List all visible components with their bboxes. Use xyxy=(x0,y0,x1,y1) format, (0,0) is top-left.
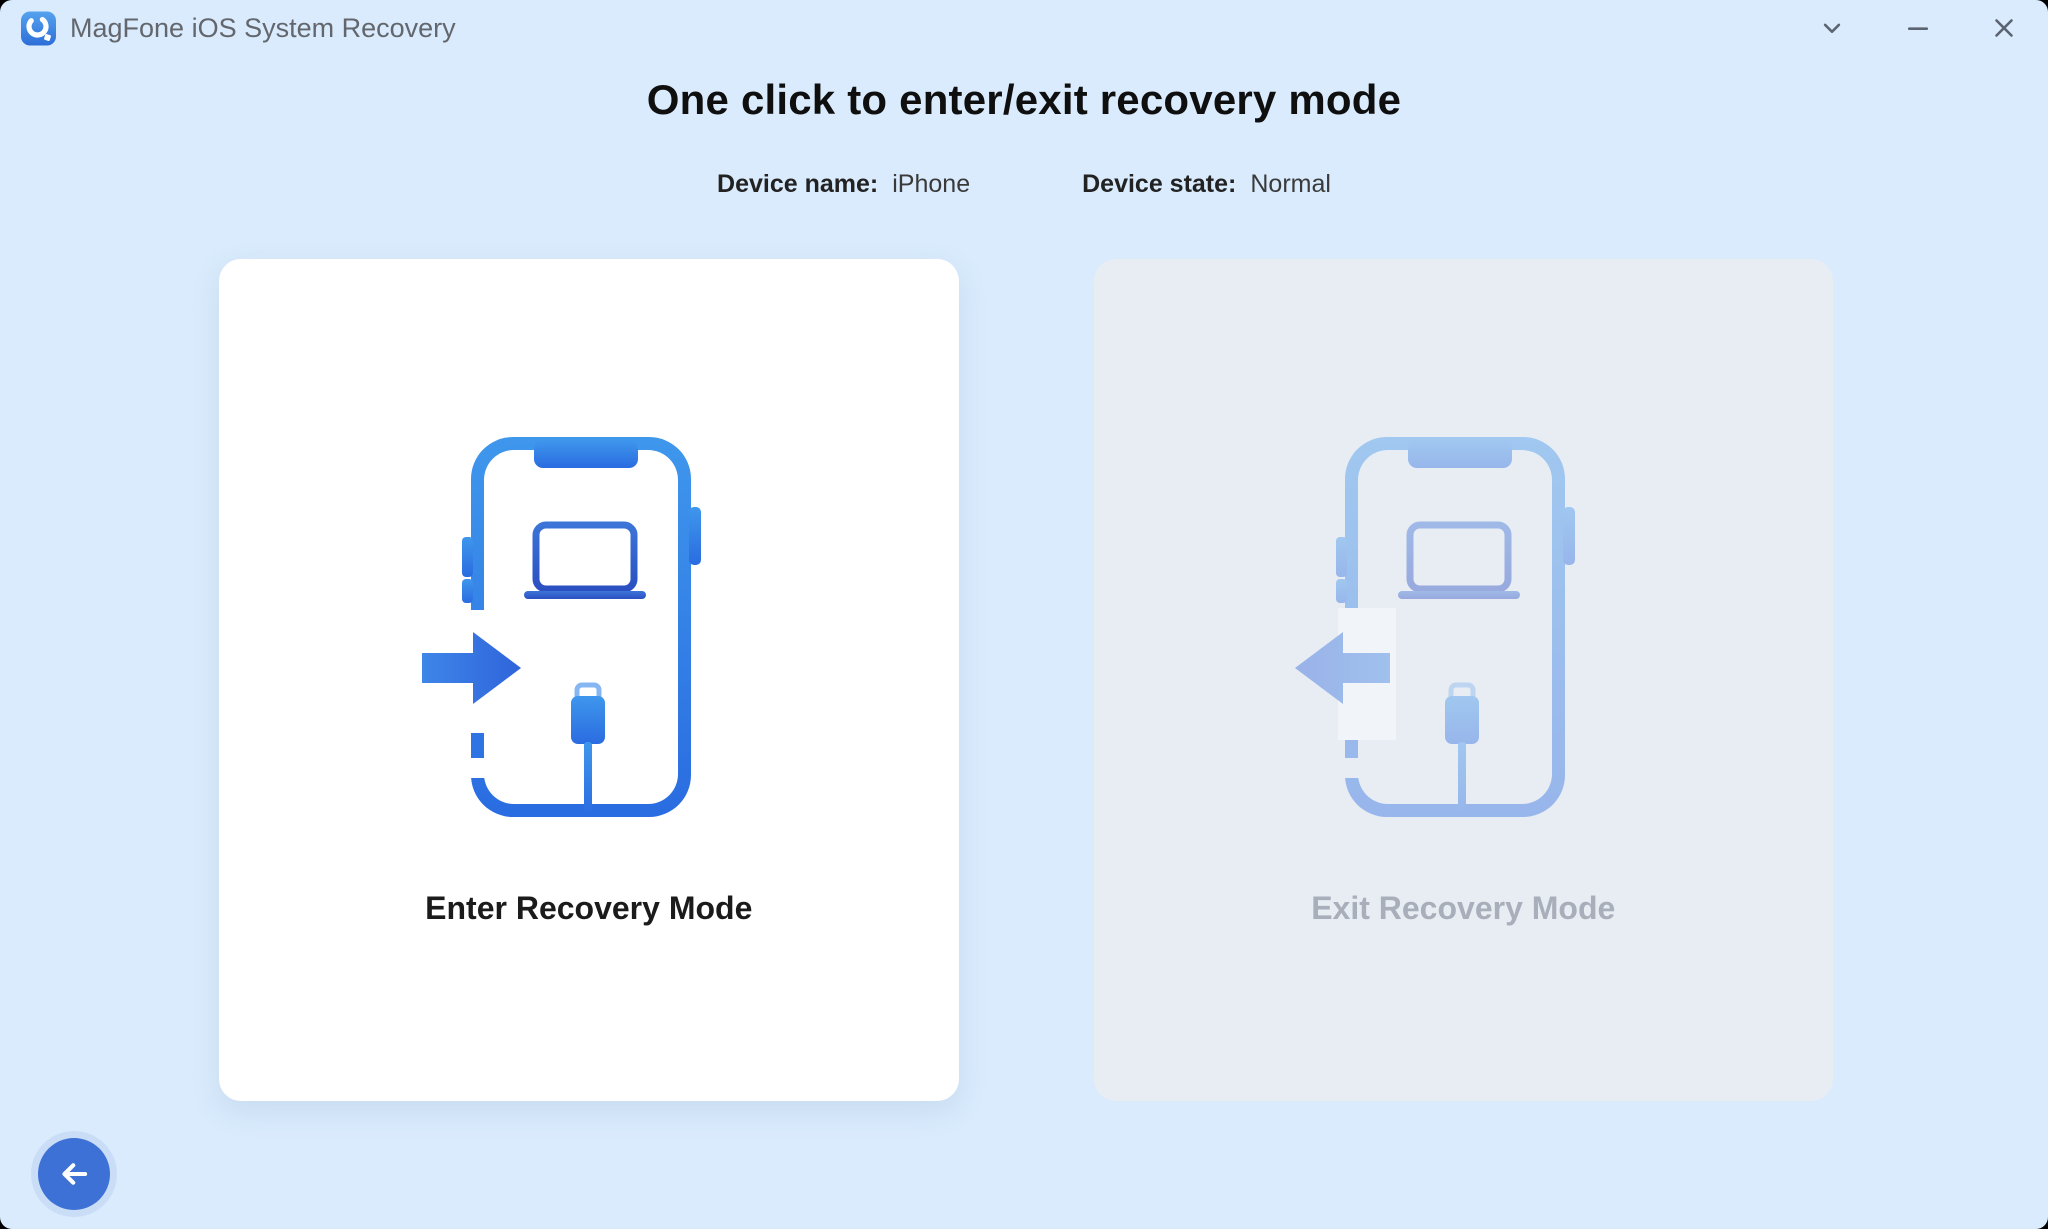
minimize-button[interactable] xyxy=(1900,10,1936,46)
enter-recovery-mode-card[interactable]: Enter Recovery Mode xyxy=(219,259,959,1101)
device-name-pair: Device name: iPhone xyxy=(717,170,970,199)
phone-with-arrow-in-icon xyxy=(421,437,701,817)
enter-recovery-mode-label: Enter Recovery Mode xyxy=(425,890,753,926)
window-controls xyxy=(1814,10,2022,46)
back-button[interactable] xyxy=(38,1138,110,1210)
exit-recovery-mode-card[interactable]: Exit Recovery Mode xyxy=(1093,259,1833,1101)
page-title: One click to enter/exit recovery mode xyxy=(646,76,1402,123)
magfone-wrench-icon xyxy=(21,11,56,45)
close-icon xyxy=(1995,19,2013,37)
close-button[interactable] xyxy=(1986,10,2022,46)
device-info-row: Device name: iPhone Device state: Normal xyxy=(0,170,2048,199)
device-name-label: Device name: xyxy=(717,170,879,198)
device-state-label: Device state: xyxy=(1082,170,1237,198)
title-bar: MagFone iOS System Recovery xyxy=(0,0,2048,56)
minimize-icon xyxy=(1907,27,1929,30)
chevron-down-icon xyxy=(1823,23,1841,34)
exit-recovery-mode-label: Exit Recovery Mode xyxy=(1311,890,1616,926)
mode-cards: Enter Recovery Mode xyxy=(219,259,1833,1101)
window-title: MagFone iOS System Recovery xyxy=(70,12,456,43)
device-name-value: iPhone xyxy=(892,170,971,198)
device-state-value: Normal xyxy=(1250,170,1331,198)
dropdown-menu-button[interactable] xyxy=(1814,10,1850,46)
arrow-left-icon xyxy=(62,1163,88,1185)
phone-with-arrow-out-icon xyxy=(1295,437,1576,817)
device-state-pair: Device state: Normal xyxy=(1082,170,1331,199)
